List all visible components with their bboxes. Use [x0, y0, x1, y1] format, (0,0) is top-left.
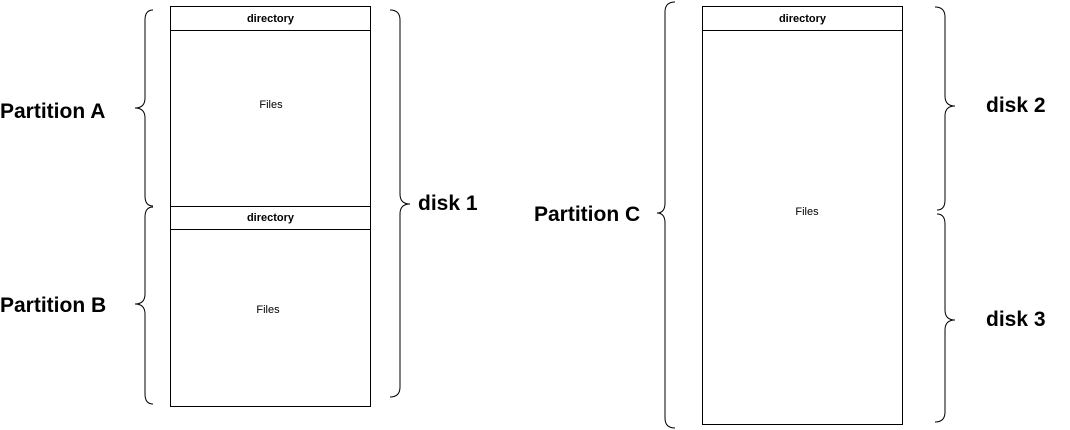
partition-a-box: directory Files [170, 6, 371, 207]
partition-c-files-label: Files [795, 206, 819, 218]
disk-1-brace [389, 9, 411, 398]
partition-b-box: directory Files [170, 206, 371, 407]
partition-a-brace [134, 9, 154, 207]
partition-b-brace [134, 206, 154, 405]
disk-3-brace [934, 213, 956, 423]
partition-a-label: Partition A [0, 100, 106, 123]
partition-a-files-label: Files [259, 99, 283, 111]
partition-c-brace [656, 1, 676, 429]
disk-1-label: disk 1 [418, 192, 478, 215]
partition-b-directory-header: directory [171, 207, 370, 230]
partition-a-directory-header: directory [171, 7, 370, 31]
disk-2-label: disk 2 [986, 94, 1046, 117]
partition-c-box: directory Files [702, 6, 903, 425]
partition-b-label: Partition B [0, 294, 107, 317]
partition-b-files-label: Files [256, 304, 280, 316]
disk-2-brace [934, 6, 956, 211]
disk-3-label: disk 3 [986, 308, 1046, 331]
partition-c-label: Partition C [534, 203, 641, 226]
partition-b-directory-label: directory [246, 212, 295, 224]
partition-c-directory-label: directory [778, 12, 827, 25]
partition-a-directory-label: directory [246, 12, 295, 25]
partition-c-directory-header: directory [703, 7, 902, 31]
